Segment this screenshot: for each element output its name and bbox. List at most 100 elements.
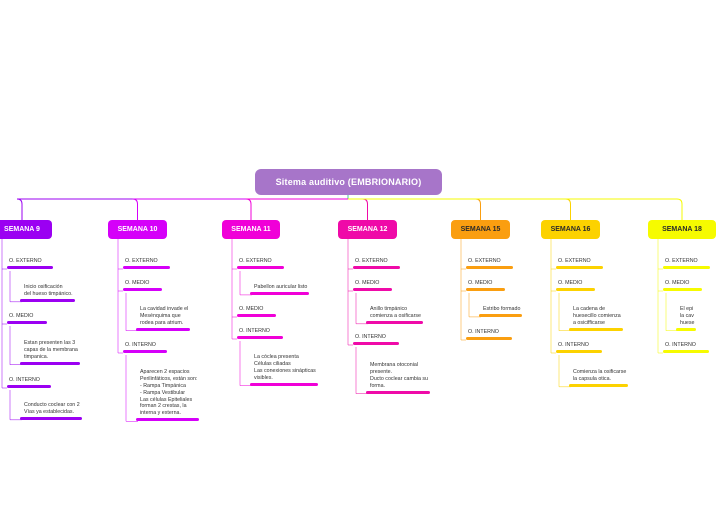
detail-label: Estan presenten las 3 capas de la membra…: [24, 340, 78, 360]
connector-line: [245, 198, 348, 220]
subtopic-underline: [466, 265, 513, 269]
detail-node[interactable]: Conducto coclear con 2 Vías ya estableci…: [20, 402, 82, 420]
subtopic-underline: [353, 287, 392, 291]
subtopic-node[interactable]: O. INTERNO: [663, 342, 709, 353]
connector-line: [16, 198, 348, 220]
subtopic-node[interactable]: O. INTERNO: [556, 342, 602, 353]
subtopic-label: O. INTERNO: [558, 342, 589, 348]
detail-label: Aparecen 2 espacios Perilinfáticos, está…: [140, 369, 198, 417]
detail-underline: [250, 382, 318, 386]
detail-node[interactable]: Anillo timpánico comienza a osificarse: [366, 306, 423, 324]
subtopic-underline: [7, 384, 51, 388]
detail-underline: [366, 320, 423, 324]
subtopic-label: O. INTERNO: [355, 334, 386, 340]
subtopic-label: O. EXTERNO: [468, 258, 501, 264]
subtopic-node[interactable]: O. MEDIO: [466, 280, 505, 291]
week-topic[interactable]: SEMANA 12: [338, 220, 397, 239]
week-topic[interactable]: SEMANA 11: [222, 220, 280, 239]
subtopic-node[interactable]: O. INTERNO: [353, 334, 399, 345]
subtopic-underline: [466, 336, 512, 340]
detail-node[interactable]: Aparecen 2 espacios Perilinfáticos, está…: [136, 369, 200, 422]
subtopic-node[interactable]: O. EXTERNO: [237, 258, 284, 269]
subtopic-label: O. EXTERNO: [125, 258, 158, 264]
detail-label: Comienza la osificarse la capsula otica.: [573, 369, 627, 382]
subtopic-node[interactable]: O. INTERNO: [7, 377, 51, 388]
subtopic-underline: [123, 265, 170, 269]
subtopic-label: O. MEDIO: [468, 280, 493, 286]
subtopic-label: O. INTERNO: [468, 329, 499, 335]
detail-node[interactable]: Pabellon auricular listo: [250, 284, 310, 295]
detail-label: Estribo formado: [483, 306, 521, 312]
week-topic[interactable]: SEMANA 15: [451, 220, 510, 239]
detail-label: La cadena de huesecillo comienza a osici…: [573, 306, 621, 326]
detail-label: La cavidad invade el Mesénquima que rode…: [140, 306, 189, 326]
detail-node[interactable]: Comienza la osificarse la capsula otica.: [569, 369, 629, 387]
detail-underline: [250, 291, 310, 295]
subtopic-underline: [353, 341, 399, 345]
root-topic-label: Sitema auditivo (EMBRIONARIO): [275, 177, 422, 187]
week-topic[interactable]: SEMANA 10: [108, 220, 167, 239]
subtopic-node[interactable]: O. EXTERNO: [663, 258, 710, 269]
detail-label: La cóclea presenta Células ciliadas Las …: [254, 354, 316, 381]
detail-underline: [20, 298, 75, 302]
detail-label: Anillo timpánico comienza a osificarse: [370, 306, 421, 319]
detail-label: El epi la cav huese: [680, 306, 695, 326]
subtopic-label: O. EXTERNO: [239, 258, 272, 264]
week-topic[interactable]: SEMANA 9: [0, 220, 52, 239]
subtopic-node[interactable]: O. INTERNO: [466, 329, 512, 340]
connector-line: [132, 198, 348, 220]
subtopic-underline: [7, 320, 47, 324]
subtopic-node[interactable]: O. MEDIO: [7, 313, 47, 324]
connector-lines: [1, 195, 683, 422]
subtopic-node[interactable]: O. MEDIO: [353, 280, 392, 291]
subtopic-label: O. MEDIO: [558, 280, 583, 286]
subtopic-label: O. EXTERNO: [665, 258, 698, 264]
subtopic-underline: [123, 349, 167, 353]
detail-node[interactable]: El epi la cav huese: [676, 306, 697, 331]
detail-node[interactable]: Estan presenten las 3 capas de la membra…: [20, 340, 80, 365]
detail-underline: [136, 418, 200, 422]
subtopic-node[interactable]: O. INTERNO: [123, 342, 167, 353]
subtopic-label: O. MEDIO: [125, 280, 150, 286]
subtopic-node[interactable]: O. MEDIO: [663, 280, 702, 291]
subtopic-underline: [353, 265, 400, 269]
subtopic-underline: [7, 265, 53, 269]
subtopic-underline: [556, 349, 602, 353]
connector-line: [348, 198, 368, 220]
detail-node[interactable]: Membrana otoconial presente. Ducto cocle…: [366, 362, 430, 394]
detail-node[interactable]: La cadena de huesecillo comienza a osici…: [569, 306, 623, 331]
detail-node[interactable]: Estribo formado: [479, 306, 523, 317]
subtopic-node[interactable]: O. MEDIO: [123, 280, 162, 291]
subtopic-label: O. EXTERNO: [9, 258, 42, 264]
detail-node[interactable]: La cavidad invade el Mesénquima que rode…: [136, 306, 191, 331]
subtopic-node[interactable]: O. EXTERNO: [7, 258, 53, 269]
subtopic-node[interactable]: O. EXTERNO: [556, 258, 603, 269]
subtopic-node[interactable]: O. MEDIO: [556, 280, 595, 291]
week-topic[interactable]: SEMANA 18: [648, 220, 716, 239]
subtopic-underline: [663, 265, 710, 269]
detail-node[interactable]: Inicio osificación del hueso timpánico.: [20, 284, 75, 302]
subtopic-label: O. MEDIO: [665, 280, 690, 286]
subtopic-underline: [123, 287, 162, 291]
root-topic[interactable]: Sitema auditivo (EMBRIONARIO): [255, 169, 442, 195]
detail-label: Membrana otoconial presente. Ducto cocle…: [370, 362, 428, 389]
detail-label: Inicio osificación del hueso timpánico.: [24, 284, 73, 297]
connector-line: [348, 198, 571, 220]
subtopic-label: O. MEDIO: [239, 306, 264, 312]
subtopic-underline: [237, 265, 284, 269]
detail-underline: [479, 313, 523, 317]
detail-label: Conducto coclear con 2 Vías ya estableci…: [24, 402, 80, 415]
detail-underline: [366, 390, 430, 394]
detail-underline: [20, 416, 82, 420]
detail-underline: [20, 361, 80, 365]
subtopic-node[interactable]: O. INTERNO: [237, 328, 283, 339]
subtopic-node[interactable]: O. EXTERNO: [466, 258, 513, 269]
subtopic-node[interactable]: O. EXTERNO: [123, 258, 170, 269]
subtopic-label: O. MEDIO: [9, 313, 34, 319]
subtopic-node[interactable]: O. EXTERNO: [353, 258, 400, 269]
subtopic-node[interactable]: O. MEDIO: [237, 306, 276, 317]
connector-line: [348, 198, 683, 220]
detail-node[interactable]: La cóclea presenta Células ciliadas Las …: [250, 354, 318, 386]
week-topic[interactable]: SEMANA 16: [541, 220, 600, 239]
subtopic-label: O. INTERNO: [9, 377, 40, 383]
